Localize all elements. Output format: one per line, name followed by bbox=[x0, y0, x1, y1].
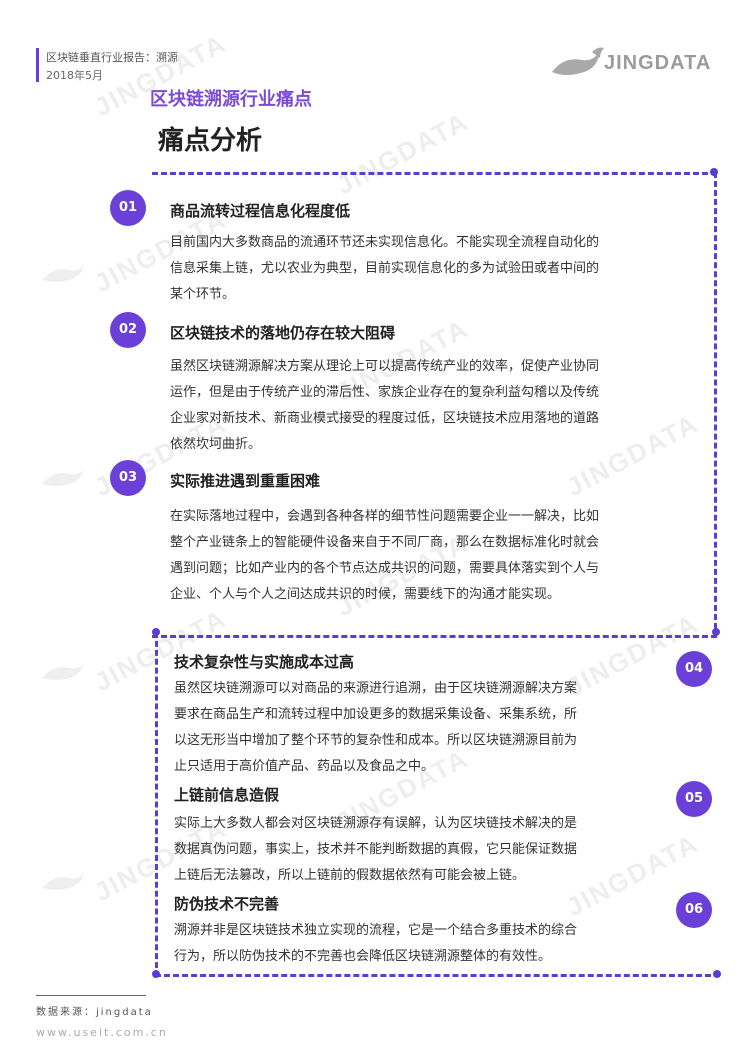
item-number-badge: 06 bbox=[676, 892, 712, 928]
item-number-badge: 03 bbox=[110, 460, 146, 496]
header-accent-bar bbox=[36, 48, 39, 82]
body-line: 遇到问题；比如产业内的各个节点达成共识的问题，需要具体落实到个人与 bbox=[170, 561, 600, 576]
item-body: 溯源并非是区块链技术独立实现的流程，它是一个结合多重技术的综合 行为，所以防伪技… bbox=[174, 918, 577, 970]
item-body: 虽然区块链溯源解决方案从理论上可以提高传统产业的效率，促使产业协同 运作，但是由… bbox=[170, 354, 599, 458]
body-line: 某个环节。 bbox=[170, 287, 236, 302]
item-number-badge: 01 bbox=[110, 190, 146, 226]
frame-corner-dot bbox=[712, 628, 720, 636]
body-line: 目前国内大多数商品的流通环节还未实现信息化。不能实现全流程自动化的 bbox=[170, 235, 600, 250]
logo-text: JINGDATA bbox=[604, 52, 712, 74]
item-number-badge: 05 bbox=[676, 781, 712, 817]
item-body: 实际上大多数人都会对区块链溯源存有误解，认为区块链技术解决的是 数据真伪问题，事… bbox=[174, 811, 577, 889]
body-line: 虽然区块链溯源解决方案从理论上可以提高传统产业的效率，促使产业协同 bbox=[170, 359, 600, 374]
body-line: 企业家对新技术、新商业模式接受的程度过低，区块链技术应用落地的道路 bbox=[170, 411, 600, 426]
dashed-frame-top bbox=[152, 172, 717, 638]
item-title: 技术复杂性与实施成本过高 bbox=[174, 653, 355, 671]
item-title: 上链前信息造假 bbox=[174, 786, 280, 804]
body-line: 虽然区块链溯源可以对商品的来源进行追溯，由于区块链溯源解决方案 bbox=[174, 681, 578, 696]
body-line: 上链后无法篡改，所以上链前的假数据依然有可能会被上链。 bbox=[174, 868, 526, 883]
whale-watermark-icon bbox=[42, 468, 84, 486]
source-watermark-url: www.useit.com.cn bbox=[36, 1026, 168, 1039]
frame-corner-dot bbox=[152, 970, 160, 978]
item-body: 在实际落地过程中，会遇到各种各样的细节性问题需要企业一一解决，比如 整个产业链条… bbox=[170, 504, 599, 608]
item-number-badge: 02 bbox=[110, 312, 146, 348]
body-line: 要求在商品生产和流转过程中加设更多的数据采集设备、采集系统，所 bbox=[174, 707, 578, 722]
page-title: 痛点分析 bbox=[158, 126, 263, 156]
body-line: 溯源并非是区块链技术独立实现的流程，它是一个结合多重技术的综合 bbox=[174, 923, 578, 938]
body-line: 在实际落地过程中，会遇到各种各样的细节性问题需要企业一一解决，比如 bbox=[170, 509, 600, 524]
report-title: 区块链垂直行业报告：溯源 bbox=[46, 51, 178, 64]
body-line: 以这无形当中增加了整个环节的复杂性和成本。所以区块链溯源目前为 bbox=[174, 733, 578, 748]
item-body: 虽然区块链溯源可以对商品的来源进行追溯，由于区块链溯源解决方案 要求在商品生产和… bbox=[174, 676, 577, 780]
body-line: 数据真伪问题，事实上，技术并不能判断数据的真假，它只能保证数据 bbox=[174, 842, 578, 857]
body-line: 企业、个人与个人之间达成共识的时候，需要线下的沟通才能实现。 bbox=[170, 587, 561, 602]
dashed-frame-bottom bbox=[155, 632, 720, 977]
footer-divider bbox=[36, 995, 146, 996]
frame-corner-dot bbox=[152, 628, 160, 636]
whale-watermark-icon bbox=[42, 264, 84, 282]
body-line: 依然坎坷曲折。 bbox=[170, 437, 262, 452]
body-line: 整个产业链条上的智能硬件设备来自于不同厂商，那么在数据标准化时就会 bbox=[170, 535, 600, 550]
item-number-badge: 04 bbox=[676, 651, 712, 687]
body-line: 实际上大多数人都会对区块链溯源存有误解，认为区块链技术解决的是 bbox=[174, 816, 578, 831]
body-line: 行为，所以防伪技术的不完善也会降低区块链溯源整体的有效性。 bbox=[174, 949, 552, 964]
body-line: 止只适用于高价值产品、药品以及食品之中。 bbox=[174, 759, 435, 774]
whale-watermark-icon bbox=[42, 872, 84, 890]
item-title: 商品流转过程信息化程度低 bbox=[170, 202, 351, 220]
section-title: 区块链溯源行业痛点 bbox=[150, 89, 312, 110]
item-title: 区块链技术的落地仍存在较大阻碍 bbox=[170, 324, 396, 342]
whale-watermark-icon bbox=[42, 662, 84, 680]
frame-corner-dot bbox=[710, 168, 718, 176]
frame-corner-dot bbox=[713, 970, 721, 978]
body-line: 信息采集上链，尤以农业为典型，目前实现信息化的多为试验田或者中间的 bbox=[170, 261, 600, 276]
body-line: 运作，但是由于传统产业的滞后性、家族企业存在的复杂利益勾稽以及传统 bbox=[170, 385, 600, 400]
item-title: 实际推进遇到重重困难 bbox=[170, 472, 321, 490]
report-date: 2018年5月 bbox=[46, 69, 103, 82]
jingdata-logo-icon bbox=[552, 47, 604, 75]
data-source: 数据来源：jingdata bbox=[36, 1007, 153, 1018]
item-title: 防伪技术不完善 bbox=[174, 895, 280, 913]
item-body: 目前国内大多数商品的流通环节还未实现信息化。不能实现全流程自动化的 信息采集上链… bbox=[170, 230, 599, 308]
